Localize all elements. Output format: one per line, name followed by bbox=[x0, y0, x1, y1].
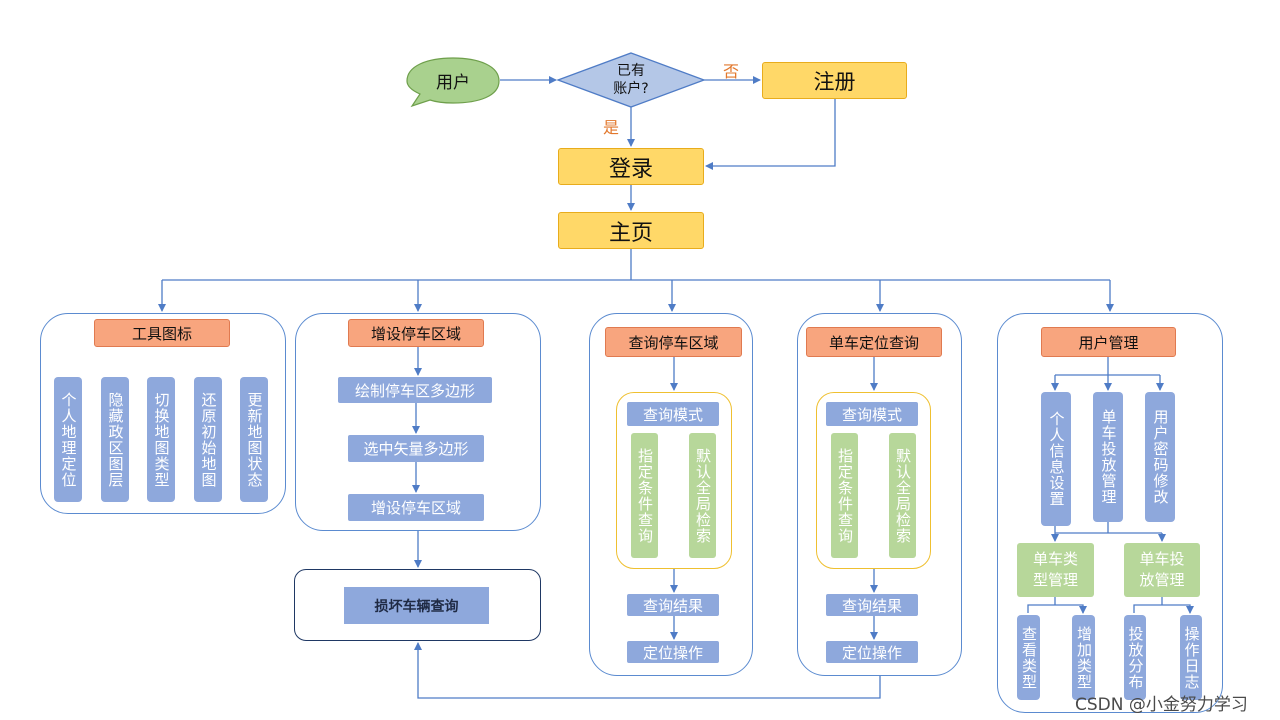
decision-diamond bbox=[556, 52, 706, 108]
add-type-item: 增加类型 bbox=[1072, 615, 1095, 700]
deploy-distribution-item: 投放分布 bbox=[1124, 615, 1146, 700]
query-mode-label: 查询模式 bbox=[627, 402, 719, 426]
draw-polygon-step: 绘制停车区多边形 bbox=[338, 377, 492, 403]
add-parking-title: 增设停车区域 bbox=[348, 319, 484, 347]
tool-item-restore-map: 还原初始地图 bbox=[194, 377, 222, 502]
tool-item-geolocate: 个人地理定位 bbox=[54, 377, 82, 502]
bike-locate-title: 单车定位查询 bbox=[806, 327, 942, 357]
login-box: 登录 bbox=[558, 148, 704, 185]
watermark: CSDN @小金努力学习 bbox=[1075, 695, 1248, 715]
user-bubble-shape bbox=[406, 57, 500, 108]
bike-locate-panel bbox=[797, 313, 962, 676]
bike-locate-box: 定位操作 bbox=[826, 641, 918, 663]
add-area-step: 增设停车区域 bbox=[348, 494, 484, 521]
bike-mode-group bbox=[816, 392, 931, 569]
tool-item-switch-map: 切换地图类型 bbox=[147, 377, 175, 502]
bike-deploy-mgmt-label: 单车投放管理 bbox=[1139, 550, 1185, 589]
tools-panel bbox=[40, 313, 286, 514]
password-change-item: 用户密码修改 bbox=[1145, 392, 1175, 522]
operation-log-item: 操作日志 bbox=[1180, 615, 1202, 700]
select-polygon-step: 选中矢量多边形 bbox=[348, 435, 484, 462]
bike-result-box: 查询结果 bbox=[826, 594, 918, 616]
add-parking-panel bbox=[295, 313, 541, 531]
query-global-option: 默认全局检索 bbox=[689, 433, 716, 558]
view-type-item: 查看类型 bbox=[1017, 615, 1040, 700]
no-label: 否 bbox=[723, 62, 740, 81]
decision-line2: 账户? bbox=[613, 81, 649, 97]
user-bubble: 用户 bbox=[436, 72, 470, 93]
user-mgmt-panel bbox=[997, 313, 1223, 713]
personal-info-item: 个人信息设置 bbox=[1041, 392, 1071, 526]
broken-query-panel bbox=[294, 569, 541, 641]
register-box: 注册 bbox=[762, 62, 907, 99]
broken-query-box: 损坏车辆查询 bbox=[344, 587, 489, 624]
query-result-box: 查询结果 bbox=[627, 594, 719, 616]
query-condition-option: 指定条件查询 bbox=[631, 433, 658, 558]
tool-item-update-map: 更新地图状态 bbox=[240, 377, 268, 502]
user-mgmt-title: 用户管理 bbox=[1041, 327, 1176, 357]
home-box: 主页 bbox=[558, 212, 704, 249]
bike-global-option: 默认全局检索 bbox=[889, 433, 916, 558]
tool-item-hide-layer: 隐藏政区图层 bbox=[101, 377, 129, 502]
bike-deploy-mgmt-box: 单车投放管理 bbox=[1124, 543, 1200, 597]
query-parking-title: 查询停车区域 bbox=[605, 327, 742, 357]
decision-text: 已有 账户? bbox=[590, 62, 672, 100]
bike-mode-label: 查询模式 bbox=[826, 402, 918, 426]
bike-deploy-item: 单车投放管理 bbox=[1093, 392, 1123, 522]
yes-label: 是 bbox=[603, 118, 620, 137]
bike-type-mgmt-box: 单车类型管理 bbox=[1017, 543, 1094, 597]
query-mode-group bbox=[616, 392, 732, 569]
decision-line1: 已有 bbox=[617, 63, 645, 79]
query-parking-panel bbox=[589, 313, 753, 676]
bike-type-mgmt-label: 单车类型管理 bbox=[1032, 550, 1078, 589]
query-locate-box: 定位操作 bbox=[627, 641, 719, 663]
bike-condition-option: 指定条件查询 bbox=[831, 433, 858, 558]
tools-title: 工具图标 bbox=[94, 319, 230, 347]
